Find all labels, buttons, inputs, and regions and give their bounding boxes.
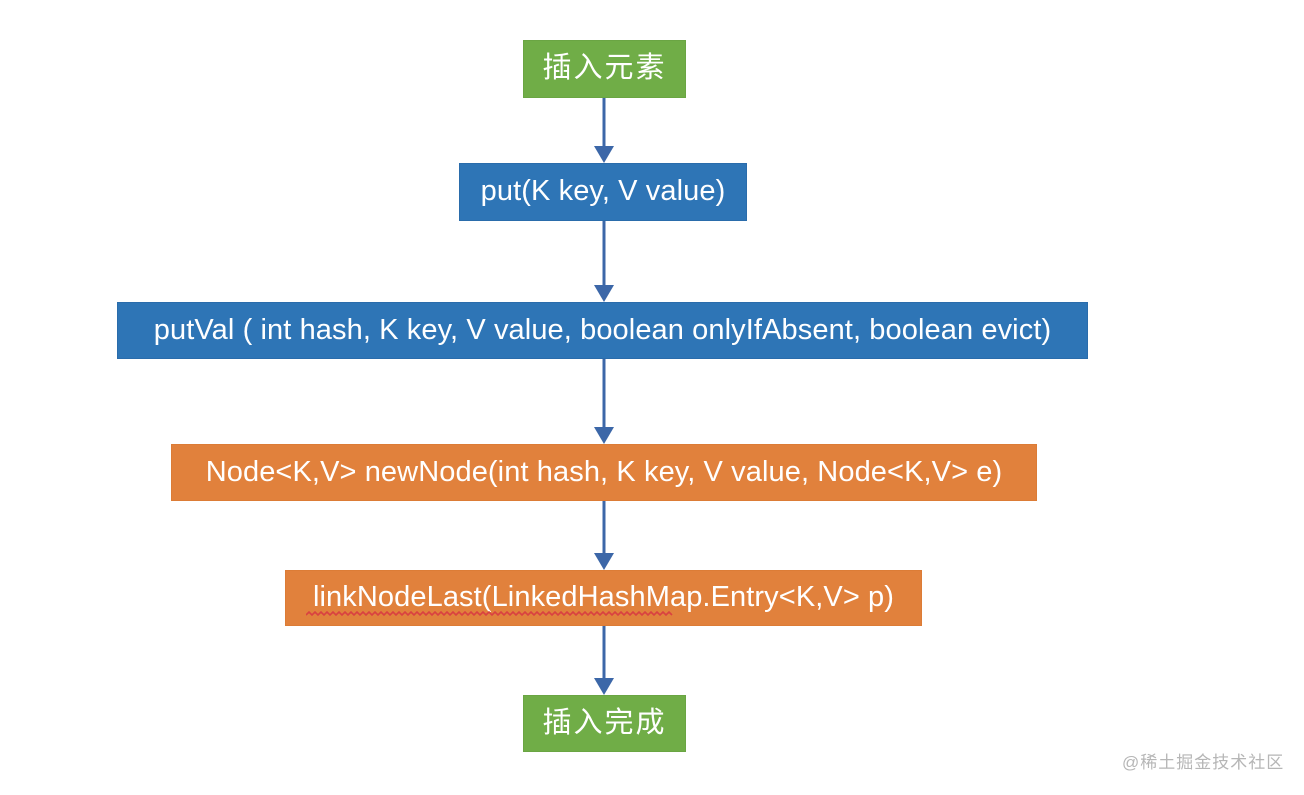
node-newnode-label: Node<K,V> newNode(int hash, K key, V val… <box>205 455 1003 488</box>
node-end[interactable]: 插入完成 <box>523 695 686 752</box>
edge-linknodelast-end <box>594 625 614 695</box>
node-linknodelast[interactable]: linkNodeLast(LinkedHashMap.Entry<K,V> p) <box>285 570 922 626</box>
node-putval[interactable]: putVal ( int hash, K key, V value, boole… <box>117 302 1088 359</box>
watermark: @稀土掘金技术社区 <box>1122 753 1285 772</box>
node-put[interactable]: put(K key, V value) <box>459 163 747 221</box>
edge-newnode-linknodelast <box>594 500 614 570</box>
edge-start-put <box>594 97 614 163</box>
node-putval-label: putVal ( int hash, K key, V value, boole… <box>153 313 1052 346</box>
edge-put-putval <box>594 220 614 302</box>
node-end-label: 插入完成 <box>542 706 667 739</box>
node-newnode[interactable]: Node<K,V> newNode(int hash, K key, V val… <box>171 444 1037 501</box>
node-linknodelast-label: linkNodeLast(LinkedHashMap.Entry<K,V> p) <box>312 581 895 614</box>
edge-putval-newnode <box>594 358 614 444</box>
node-put-label: put(K key, V value) <box>480 175 726 208</box>
node-start-label: 插入元素 <box>542 52 667 85</box>
node-start[interactable]: 插入元素 <box>523 40 686 98</box>
